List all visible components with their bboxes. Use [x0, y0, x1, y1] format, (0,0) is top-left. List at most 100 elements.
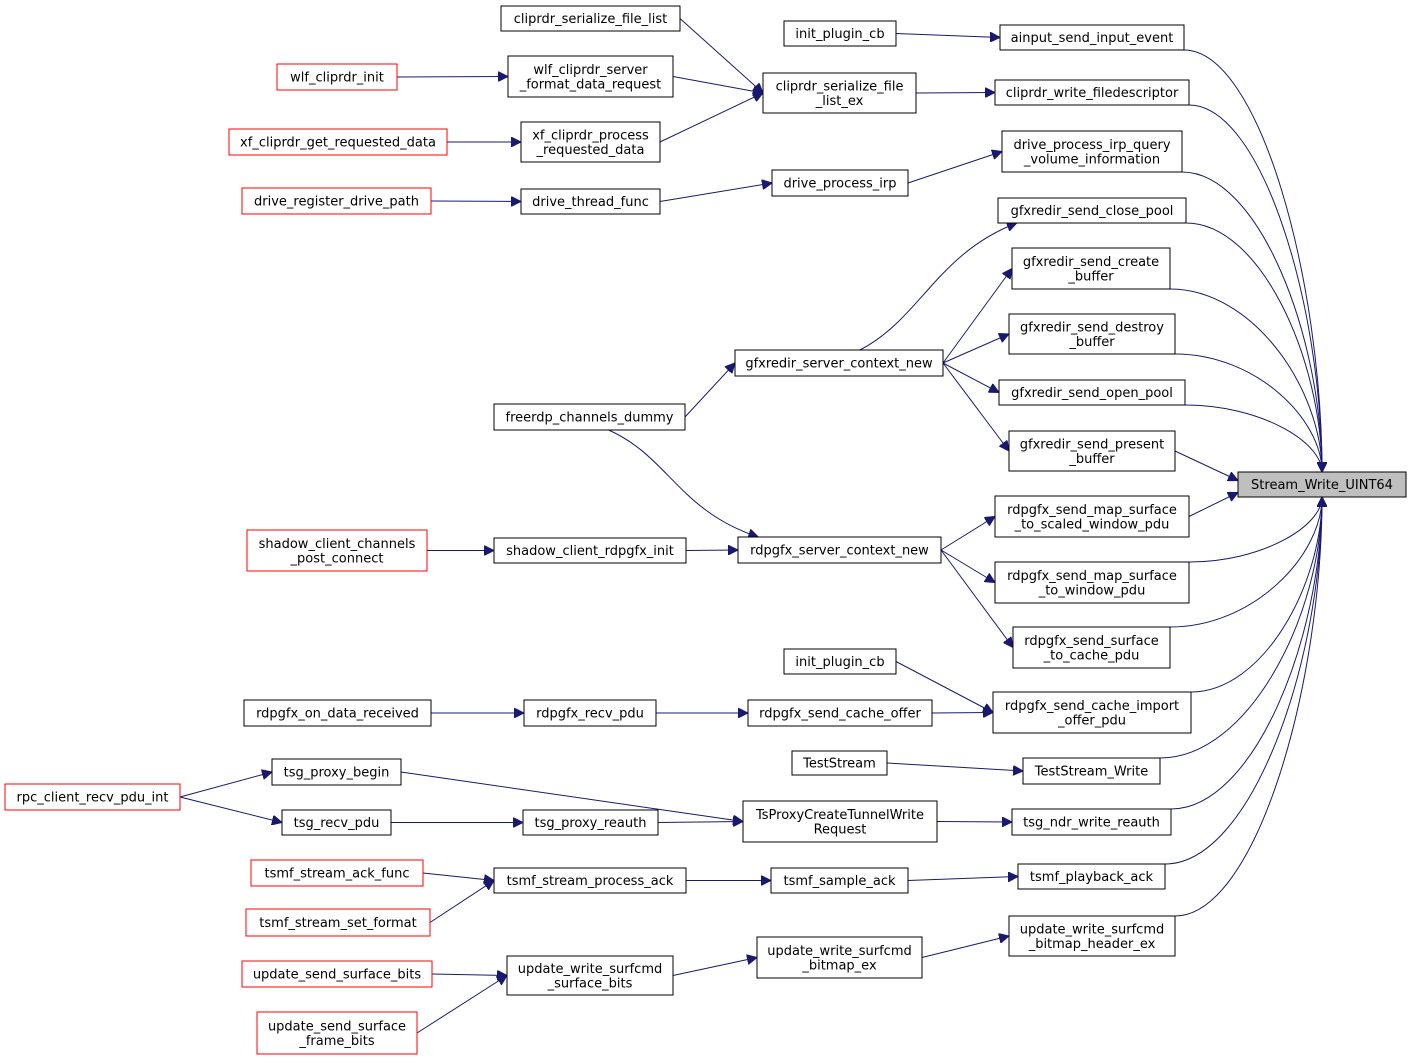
node-box	[493, 537, 687, 564]
node-drive-thread-func[interactable]: drive_thread_func	[520, 188, 661, 215]
node-box	[1008, 430, 1176, 472]
node-label: _offer_pdu	[1057, 713, 1126, 728]
node-rdpgfx-recv-pdu[interactable]: rdpgfx_recv_pdu	[523, 699, 657, 727]
node-tsmf-stream-set-format[interactable]: tsmf_stream_set_format	[245, 908, 431, 937]
edge-drive-process-irp-query-volume-information-to-root	[1181, 171, 1322, 472]
node-freerdp-channels-dummy[interactable]: freerdp_channels_dummy	[493, 403, 686, 431]
node-rdpgfx-send-cache-import-offer-pdu[interactable]: rdpgfx_send_cache_import_offer_pdu	[992, 691, 1192, 734]
node-label: tsg_ndr_write_reauth	[1023, 816, 1160, 831]
node-box	[742, 800, 938, 843]
node-label: ainput_send_input_event	[1011, 31, 1174, 46]
node-update-write-surfcmd-bitmap-ex[interactable]: update_write_surfcmd_bitmap_ex	[756, 936, 923, 979]
node-update-send-surface-frame-bits[interactable]: update_send_surface_frame_bits	[256, 1011, 418, 1055]
node-box	[791, 750, 888, 776]
node-label: _bitmap_ex	[801, 958, 877, 973]
node-ainput-send-input-event[interactable]: ainput_send_input_event	[999, 24, 1185, 51]
node-init-plugin-cb-2[interactable]: init_plugin_cb	[783, 648, 897, 675]
node-update-write-surfcmd-bitmap-header-ex[interactable]: update_write_surfcmd_bitmap_header_ex	[1008, 915, 1176, 957]
node-xf-cliprdr-get-requested-data[interactable]: xf_cliprdr_get_requested_data	[228, 128, 448, 156]
node-shadow-client-channels-post-connect[interactable]: shadow_client_channels_post_connect	[246, 529, 428, 572]
edge-init-plugin-cb-1-to-ainput-send-input-event	[895, 34, 1000, 38]
node-label: _buffer	[1067, 269, 1114, 284]
node-test-stream-write[interactable]: TestStream_Write	[1022, 757, 1161, 785]
node-label: tsmf_stream_process_ack	[507, 874, 674, 889]
node-box	[994, 495, 1190, 538]
node-label: init_plugin_cb	[795, 655, 884, 670]
node-drive-process-irp[interactable]: drive_process_irp	[771, 169, 909, 197]
edge-update-write-surfcmd-bitmap-header-ex-to-root	[1174, 497, 1322, 917]
node-label: tsg_recv_pdu	[294, 816, 380, 831]
node-rdpgfx-send-surface-to-cache-pdu[interactable]: rdpgfx_send_surface_to_cache_pdu	[1012, 626, 1171, 669]
node-tsg-recv-pdu[interactable]: tsg_recv_pdu	[281, 809, 392, 836]
node-tsg-ndr-write-reauth[interactable]: tsg_ndr_write_reauth	[1011, 808, 1172, 836]
node-box	[1011, 808, 1172, 836]
edge-rdpgfx-server-context-new-to-rdpgfx-send-surface-to-cache-pdu	[940, 549, 1013, 648]
edge-layer	[179, 18, 1322, 1034]
node-cliprdr-write-filedescriptor[interactable]: cliprdr_write_filedescriptor	[994, 79, 1190, 106]
node-box	[771, 169, 909, 197]
node-drive-register-drive-path[interactable]: drive_register_drive_path	[241, 187, 432, 215]
node-tsmf-playback-ack[interactable]: tsmf_playback_ack	[1017, 863, 1166, 890]
node-rdpgfx-send-cache-offer[interactable]: rdpgfx_send_cache_offer	[747, 699, 933, 727]
node-gfxredir-send-present-buffer[interactable]: gfxredir_send_present_buffer	[1008, 430, 1176, 472]
node-rpc-client-recv-pdu-int[interactable]: rpc_client_recv_pdu_int	[4, 783, 181, 811]
node-gfxredir-send-destroy-buffer[interactable]: gfxredir_send_destroy_buffer	[1008, 313, 1176, 355]
node-tsg-proxy-reauth[interactable]: tsg_proxy_reauth	[522, 809, 659, 836]
node-box	[241, 960, 433, 988]
node-label: cliprdr_serialize_file	[776, 79, 904, 94]
node-cliprdr-serialize-file-list-ex[interactable]: cliprdr_serialize_file_list_ex	[762, 72, 917, 114]
node-label: Request	[814, 822, 867, 837]
node-init-plugin-cb-1[interactable]: init_plugin_cb	[783, 20, 897, 47]
node-label: drive_process_irp_query	[1013, 138, 1170, 153]
node-gfxredir-send-create-buffer[interactable]: gfxredir_send_create_buffer	[1011, 247, 1171, 290]
node-box	[520, 121, 661, 163]
edge-tsg-proxy-reauth-to-ts-proxy-create-tunnel-write-request	[657, 822, 743, 823]
node-box	[507, 55, 674, 98]
node-box	[493, 403, 686, 431]
edge-test-stream-write-to-root	[1159, 497, 1322, 759]
edge-rdpgfx-send-map-surface-to-scaled-window-pdu-to-root	[1188, 493, 1238, 517]
node-rdpgfx-send-map-surface-to-window-pdu[interactable]: rdpgfx_send_map_surface_to_window_pdu	[994, 561, 1190, 604]
node-shadow-client-rdpgfx-init[interactable]: shadow_client_rdpgfx_init	[493, 537, 687, 564]
node-rdpgfx-server-context-new[interactable]: rdpgfx_server_context_new	[737, 536, 942, 564]
node-wlf-cliprdr-init[interactable]: wlf_cliprdr_init	[276, 63, 398, 91]
node-tsmf-sample-ack[interactable]: tsmf_sample_ack	[770, 867, 909, 894]
node-tsg-proxy-begin[interactable]: tsg_proxy_begin	[271, 758, 402, 786]
node-drive-process-irp-query-volume-information[interactable]: drive_process_irp_query_volume_informati…	[1001, 130, 1183, 173]
node-update-send-surface-bits[interactable]: update_send_surface_bits	[241, 960, 433, 988]
node-label: shadow_client_rdpgfx_init	[506, 544, 674, 559]
node-xf-cliprdr-process-requested-data[interactable]: xf_cliprdr_process_requested_data	[520, 121, 661, 163]
node-gfxredir-send-close-pool[interactable]: gfxredir_send_close_pool	[997, 197, 1187, 224]
edge-gfxredir-server-context-new-to-gfxredir-send-close-pool	[859, 223, 1017, 351]
edge-cliprdr-serialize-file-list-ex-to-cliprdr-write-filedescriptor	[915, 93, 995, 94]
node-test-stream[interactable]: TestStream	[791, 750, 888, 776]
node-rdpgfx-send-map-surface-to-scaled-window-pdu[interactable]: rdpgfx_send_map_surface_to_scaled_window…	[994, 495, 1190, 538]
node-box	[1022, 757, 1161, 785]
node-box	[241, 187, 432, 215]
node-label: _surface_bits	[547, 976, 633, 991]
node-tsmf-stream-process-ack[interactable]: tsmf_stream_process_ack	[493, 867, 687, 894]
node-label: _bitmap_header_ex	[1028, 937, 1156, 952]
node-box	[1008, 915, 1176, 957]
node-wlf-cliprdr-server-format-data-request[interactable]: wlf_cliprdr_server_format_data_request	[507, 55, 674, 98]
node-root[interactable]: Stream_Write_UINT64	[1237, 471, 1407, 498]
edge-ainput-send-input-event-to-root	[1183, 49, 1322, 472]
node-label: rdpgfx_server_context_new	[750, 544, 929, 559]
edge-rpc-client-recv-pdu-int-to-tsg-proxy-begin	[179, 772, 272, 798]
node-label: wlf_cliprdr_init	[290, 71, 384, 86]
edge-tsmf-stream-ack-func-to-tsmf-stream-process-ack	[422, 872, 494, 881]
node-update-write-surfcmd-surface-bits[interactable]: update_write_surfcmd_surface_bits	[506, 955, 674, 996]
node-rdpgfx-on-data-received[interactable]: rdpgfx_on_data_received	[243, 699, 432, 727]
node-label: xf_cliprdr_get_requested_data	[240, 136, 436, 151]
node-gfxredir-send-open-pool[interactable]: gfxredir_send_open_pool	[998, 379, 1186, 406]
node-label: drive_thread_func	[532, 195, 649, 210]
edge-rdpgfx-send-cache-import-offer-pdu-to-root	[1190, 497, 1322, 693]
node-cliprdr-serialize-file-list[interactable]: cliprdr_serialize_file_list	[500, 5, 681, 32]
node-gfxredir-server-context-new[interactable]: gfxredir_server_context_new	[734, 349, 944, 377]
node-label: wlf_cliprdr_server	[533, 63, 648, 78]
node-tsmf-stream-ack-func[interactable]: tsmf_stream_ack_func	[250, 859, 424, 887]
node-label: gfxredir_send_close_pool	[1011, 204, 1174, 219]
node-label: rdpgfx_send_surface	[1024, 634, 1158, 649]
